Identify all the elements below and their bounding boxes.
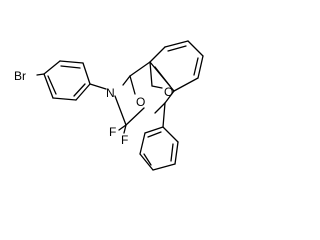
oxygen-bridge-label: O bbox=[136, 95, 145, 109]
br-bond bbox=[36, 73, 45, 76]
bromophenyl-ring bbox=[43, 60, 91, 101]
chemical-structure-diagram: Br N O O F F bbox=[14, 40, 204, 171]
oxygen-ring-label: O bbox=[164, 85, 173, 99]
benzo-ring bbox=[149, 40, 204, 92]
fluorine-left-label: F bbox=[109, 125, 116, 139]
phenyl-bond bbox=[162, 102, 166, 128]
bicyclic-core bbox=[114, 61, 175, 134]
fluorine-right-label: F bbox=[121, 133, 128, 147]
nitrogen-label: N bbox=[106, 86, 115, 100]
bromine-label: Br bbox=[14, 69, 26, 83]
phenyl-ring bbox=[139, 126, 179, 171]
aryl-n-bond bbox=[89, 83, 107, 90]
